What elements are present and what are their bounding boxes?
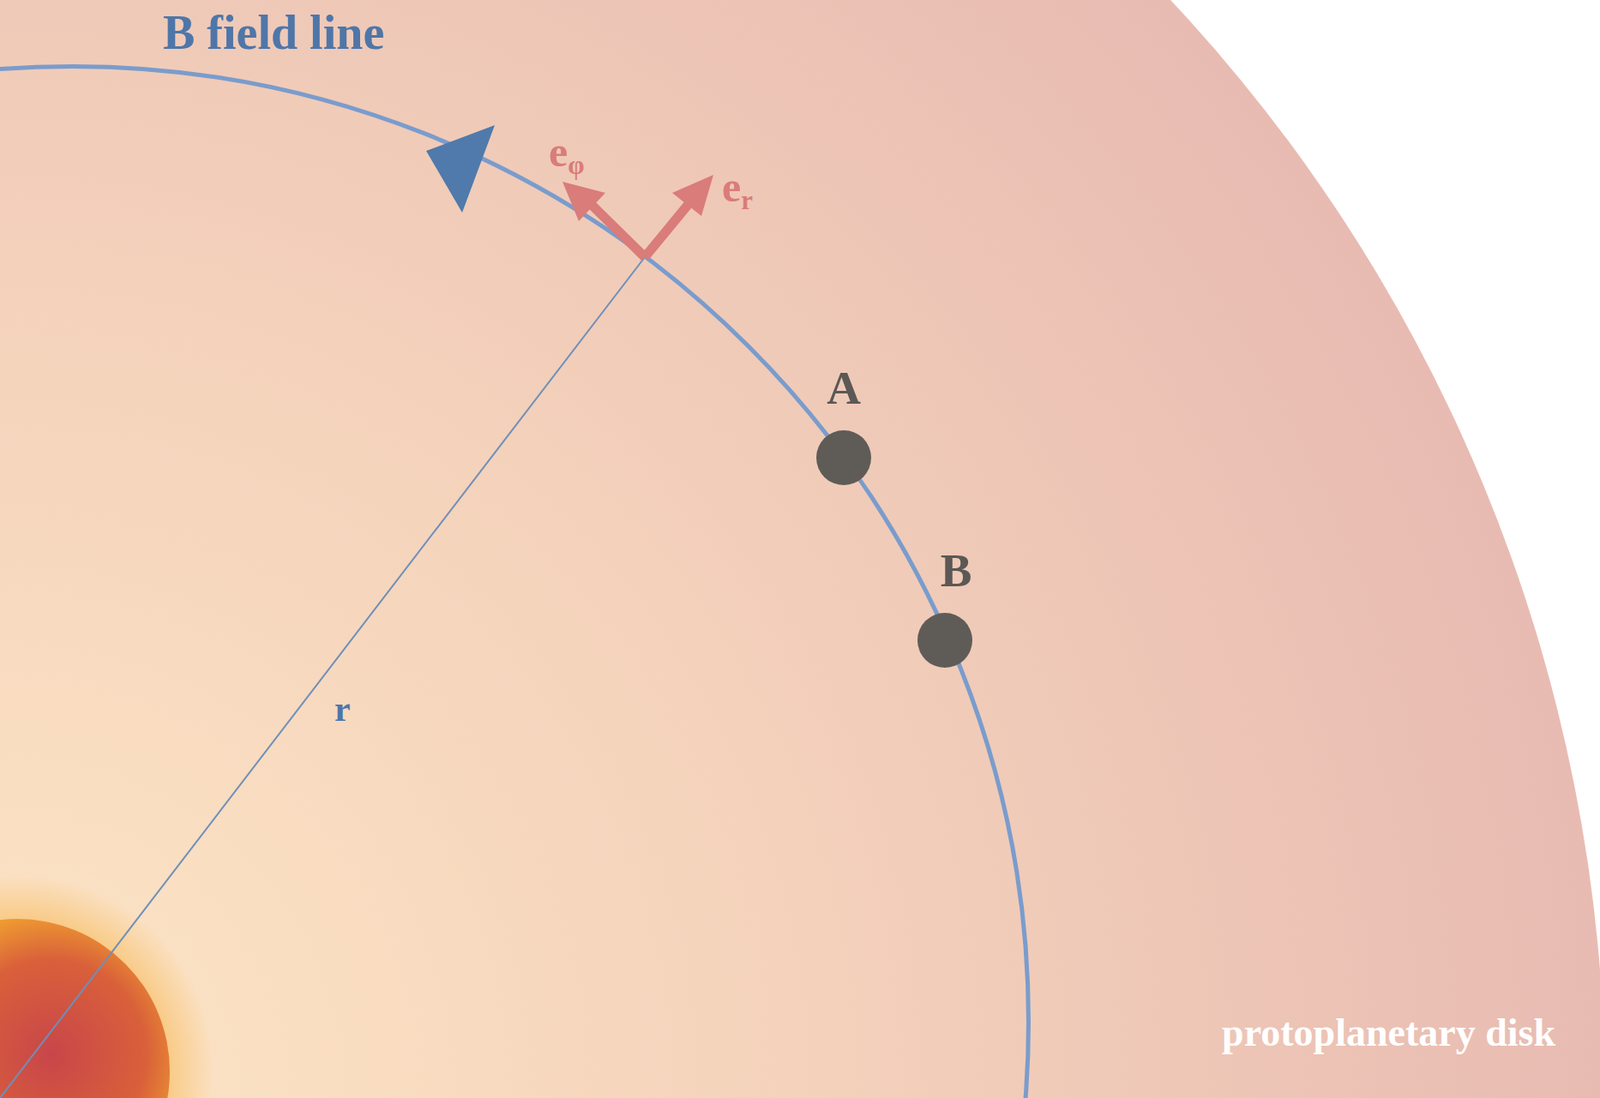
point-node: B [906,547,984,668]
star-glow [0,874,215,1098]
point-node: A [805,364,883,486]
field-line-label: B field line [162,8,385,57]
unit-vector-label: eφ [548,130,585,179]
unit-vector-label: er [721,165,753,214]
star [0,919,170,1098]
point-label: B [917,547,995,595]
point-label: A [805,364,883,412]
unit-vector-r [644,198,693,258]
unit-vector-phi-head [562,181,606,222]
field-direction-arrow [426,125,495,213]
point-marker [816,430,872,486]
field-line [0,66,1029,1098]
point-marker [917,613,973,668]
radius-line [0,257,645,1098]
radius-label: r [334,691,351,728]
disk-label: protoplanetary disk [1221,1013,1556,1053]
unit-vector-phi [589,203,645,258]
unit-vector-r-head [672,174,714,217]
